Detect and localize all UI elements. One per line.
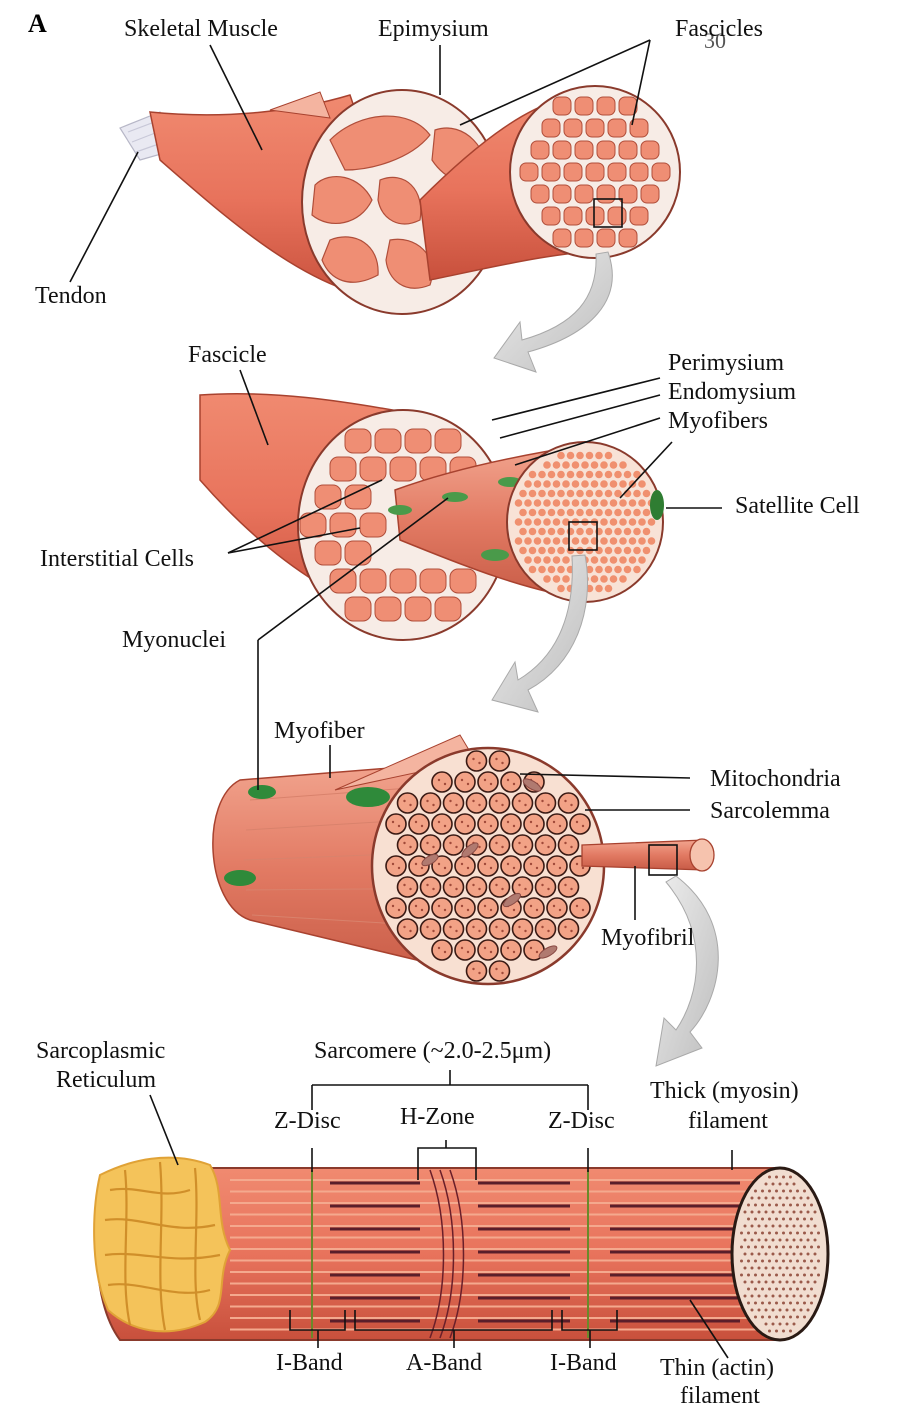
zoom-arrow-3 [656, 876, 718, 1066]
label-myofibers: Myofibers [668, 408, 768, 434]
label-myofiber: Myofiber [274, 718, 365, 744]
label-mitochondria: Mitochondria [710, 766, 841, 792]
label-myofibril: Myofibril [601, 925, 695, 951]
label-fascicle: Fascicle [188, 342, 267, 368]
label-fascicles: Fascicles [675, 16, 763, 42]
label-sarcoplasmic-1: Sarcoplasmic [36, 1038, 165, 1064]
label-sarcomere: Sarcomere (~2.0-2.5μm) [314, 1038, 551, 1064]
label-thin-filament-1: Thin (actin) [660, 1355, 774, 1381]
label-interstitial-cells: Interstitial Cells [40, 546, 194, 572]
label-skeletal-muscle: Skeletal Muscle [124, 16, 278, 42]
fascicle-illustration [200, 394, 664, 640]
panel-label: A [28, 9, 47, 38]
label-h-zone: H-Zone [400, 1104, 475, 1130]
label-myonuclei: Myonuclei [122, 627, 226, 653]
label-endomysium: Endomysium [668, 379, 796, 405]
zoom-arrow-1 [494, 252, 612, 372]
label-z-disc-right: Z-Disc [548, 1108, 615, 1134]
label-thin-filament-2: filament [680, 1383, 760, 1409]
label-i-band-left: I-Band [276, 1350, 343, 1376]
label-thick-filament-2: filament [688, 1108, 768, 1134]
label-epimysium: Epimysium [378, 16, 489, 42]
label-thick-filament-1: Thick (myosin) [650, 1078, 799, 1104]
label-z-disc-left: Z-Disc [274, 1108, 341, 1134]
label-perimysium: Perimysium [668, 350, 784, 376]
label-satellite-cell: Satellite Cell [735, 493, 860, 519]
label-sarcolemma: Sarcolemma [710, 798, 830, 824]
label-tendon: Tendon [35, 283, 107, 309]
label-sarcoplasmic-2: Reticulum [56, 1067, 156, 1093]
myofibril-sarcomere-illustration [94, 1158, 828, 1340]
label-i-band-right: I-Band [550, 1350, 617, 1376]
label-a-band: A-Band [406, 1350, 482, 1376]
